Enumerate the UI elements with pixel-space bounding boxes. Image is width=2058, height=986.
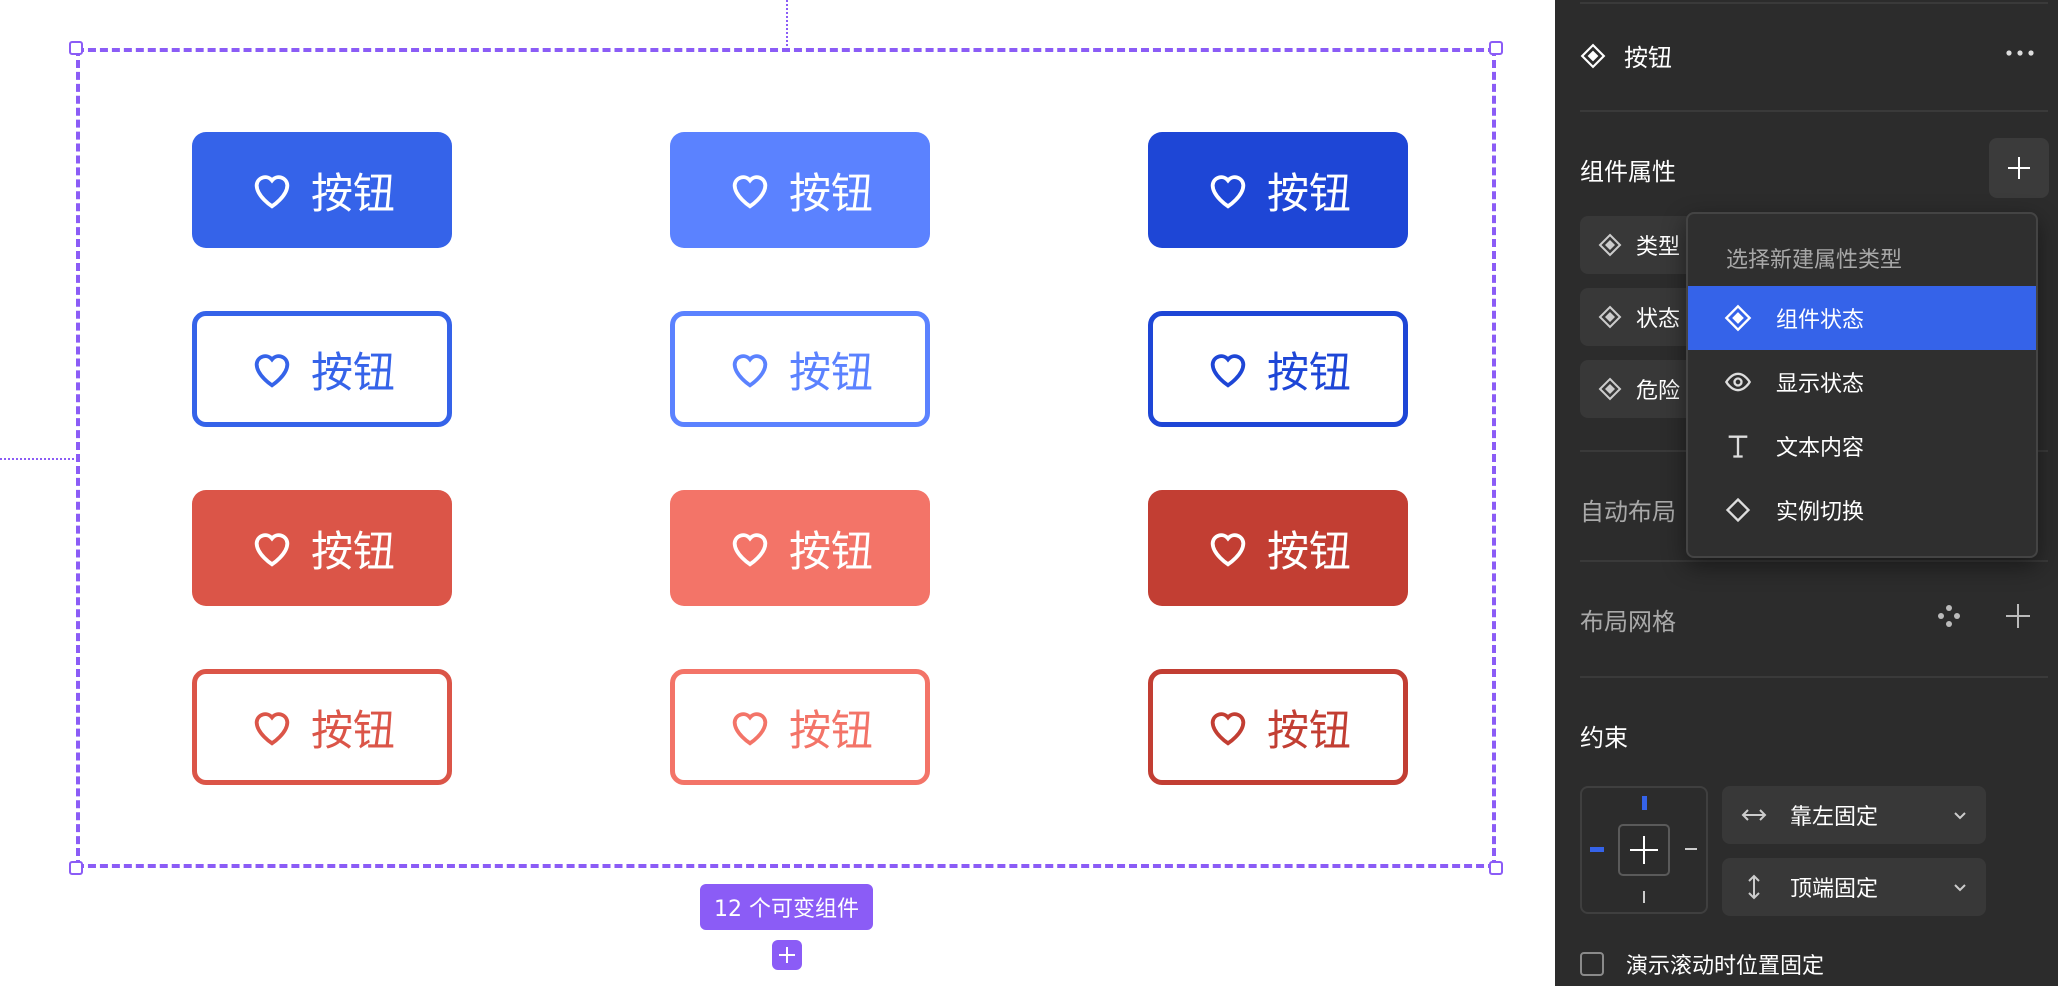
plus-icon[interactable]	[2002, 600, 2034, 632]
component-title: 按钮	[1580, 38, 1672, 73]
variant-icon	[1598, 233, 1622, 257]
horizontal-constraint-select[interactable]: 靠左固定	[1722, 786, 1986, 844]
add-variant-button[interactable]	[772, 940, 802, 970]
button-variant-danger-outline-pressed[interactable]: 按钮	[1148, 669, 1408, 785]
button-variant-danger-default[interactable]: 按钮	[192, 490, 452, 606]
heart-icon	[732, 712, 768, 746]
button-label: 按钮	[788, 526, 873, 576]
button-label: 按钮	[788, 705, 873, 755]
property-row-type[interactable]: 类型	[1580, 216, 1700, 274]
component-set-frame[interactable]	[76, 48, 1496, 868]
constraint-diagram-icon	[1590, 796, 1697, 903]
button-variant-outline-default[interactable]: 按钮	[192, 311, 452, 427]
heart-icon	[1210, 533, 1246, 567]
eye-icon	[1724, 372, 1752, 392]
button-variant-danger-hover[interactable]: 按钮	[670, 490, 930, 606]
layout-grid-title: 布局网格	[1580, 608, 1676, 636]
dropdown-item-text-content[interactable]: 文本内容	[1688, 414, 2036, 478]
button-label: 按钮	[788, 347, 873, 397]
heart-icon	[254, 354, 290, 388]
dropdown-item-visibility[interactable]: 显示状态	[1688, 350, 2036, 414]
button-label: 按钮	[310, 705, 395, 755]
heart-icon	[1210, 354, 1246, 388]
button-label: 按钮	[310, 168, 395, 218]
button-label: 按钮	[310, 347, 395, 397]
button-variant-primary-default[interactable]: 按钮	[192, 132, 452, 248]
button-variant-danger-outline-hover[interactable]: 按钮	[670, 669, 930, 785]
horizontal-arrows-icon	[1741, 809, 1767, 821]
button-variant-outline-hover[interactable]: 按钮	[670, 311, 930, 427]
more-options-icon[interactable]	[2005, 48, 2035, 58]
vertical-arrows-icon	[1748, 874, 1760, 900]
new-property-type-dropdown: 选择新建属性类型 组件状态 显示状态 文本内容 实例切换	[1686, 212, 2038, 558]
dropdown-item-label: 显示状态	[1776, 372, 1865, 397]
constraint-widget[interactable]	[1580, 786, 1708, 914]
button-variant-primary-pressed[interactable]: 按钮	[1148, 132, 1408, 248]
property-label: 类型	[1636, 235, 1681, 260]
button-label: 按钮	[788, 168, 873, 218]
component-icon	[1580, 43, 1606, 68]
plus-icon	[2008, 157, 2030, 179]
resize-handle-top-right[interactable]	[1489, 41, 1503, 55]
button-label: 按钮	[1266, 705, 1351, 755]
property-label: 状态	[1636, 307, 1681, 332]
horizontal-constraint-value: 靠左固定	[1790, 805, 1879, 830]
divider	[1580, 110, 2048, 112]
chevron-down-icon	[1954, 884, 1966, 892]
fixed-scroll-option: 演示滚动时位置固定	[1580, 948, 1824, 980]
dropdown-item-label: 文本内容	[1776, 436, 1865, 461]
dropdown-item-component-state[interactable]: 组件状态	[1688, 286, 2036, 350]
heart-icon	[732, 175, 768, 209]
component-props-title: 组件属性	[1580, 158, 1676, 186]
component-state-icon	[1724, 304, 1752, 332]
resize-handle-bottom-right[interactable]	[1489, 861, 1503, 875]
divider	[1580, 2, 2048, 4]
button-label: 按钮	[1266, 347, 1351, 397]
fixed-scroll-checkbox[interactable]	[1580, 952, 1604, 976]
grid-styles-icon[interactable]	[1935, 602, 1963, 630]
center-guide-vertical	[786, 0, 788, 46]
vertical-constraint-select[interactable]: 顶端固定	[1722, 858, 1986, 916]
heart-icon	[1210, 712, 1246, 746]
variant-icon	[1598, 305, 1622, 329]
heart-icon	[254, 533, 290, 567]
button-variant-primary-hover[interactable]: 按钮	[670, 132, 930, 248]
property-row-state[interactable]: 状态	[1580, 288, 1700, 346]
heart-icon	[732, 533, 768, 567]
heart-icon	[732, 354, 768, 388]
text-icon	[1728, 435, 1748, 458]
fixed-scroll-label: 演示滚动时位置固定	[1626, 954, 1825, 979]
property-label: 危险	[1636, 379, 1681, 404]
divider	[1580, 560, 2048, 562]
dropdown-item-label: 实例切换	[1776, 500, 1865, 525]
dropdown-item-instance-swap[interactable]: 实例切换	[1688, 478, 2036, 542]
heart-icon	[254, 175, 290, 209]
add-property-button[interactable]	[1989, 138, 2049, 198]
button-label: 按钮	[1266, 526, 1351, 576]
property-row-danger[interactable]: 危险	[1580, 360, 1700, 418]
variant-icon	[1598, 377, 1622, 401]
resize-handle-top-left[interactable]	[69, 41, 83, 55]
instance-swap-icon	[1725, 497, 1751, 523]
dropdown-item-label: 组件状态	[1776, 308, 1865, 333]
button-variant-danger-pressed[interactable]: 按钮	[1148, 490, 1408, 606]
design-canvas[interactable]: 按钮 按钮 按钮 按钮 按钮 按钮 按钮 按钮 按钮 按钮 按钮	[0, 0, 1555, 986]
variant-count-label[interactable]: 12 个可变组件	[700, 884, 873, 930]
plus-icon	[779, 947, 795, 963]
dropdown-header: 选择新建属性类型	[1726, 248, 1903, 273]
heart-icon	[254, 712, 290, 746]
resize-handle-bottom-left[interactable]	[69, 861, 83, 875]
button-label: 按钮	[310, 526, 395, 576]
constraints-title: 约束	[1580, 724, 1628, 752]
component-title-text: 按钮	[1624, 44, 1672, 72]
button-variant-outline-pressed[interactable]: 按钮	[1148, 311, 1408, 427]
center-guide-horizontal	[0, 458, 74, 460]
chevron-down-icon	[1954, 812, 1966, 820]
button-label: 按钮	[1266, 168, 1351, 218]
heart-icon	[1210, 175, 1246, 209]
auto-layout-title[interactable]: 自动布局	[1580, 498, 1676, 526]
vertical-constraint-value: 顶端固定	[1790, 877, 1879, 902]
button-variant-danger-outline-default[interactable]: 按钮	[192, 669, 452, 785]
divider	[1580, 676, 2048, 678]
